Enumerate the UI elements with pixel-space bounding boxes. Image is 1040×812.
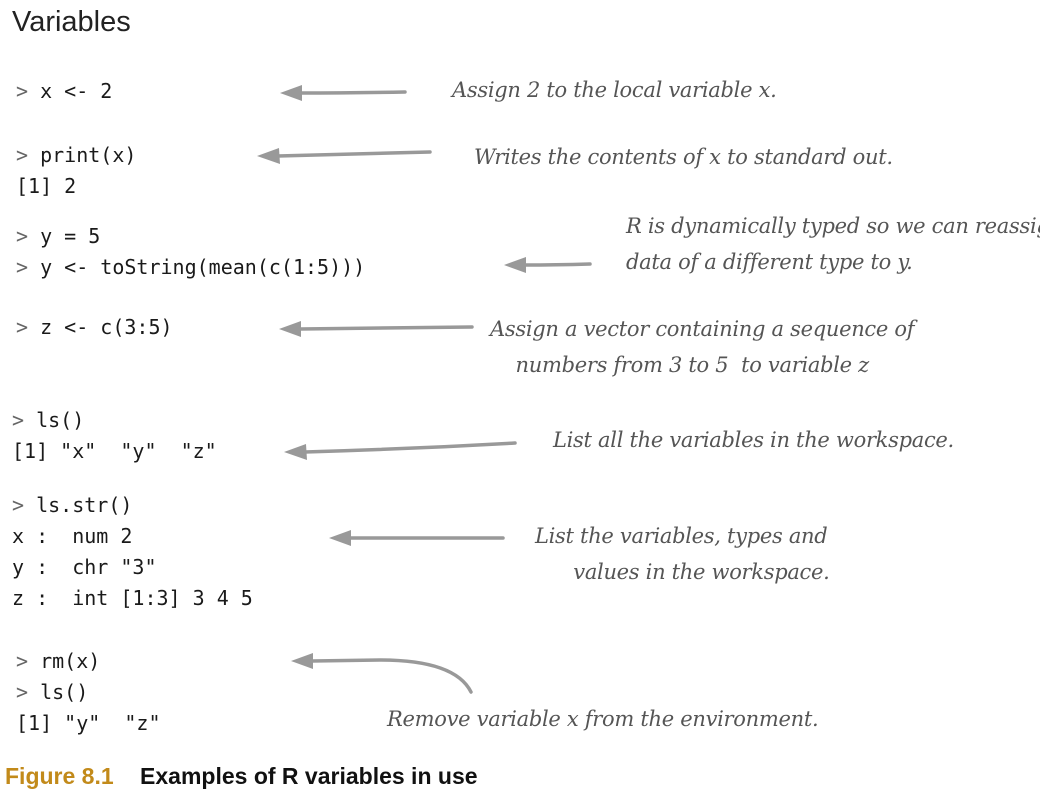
code-output-line: x : num 2: [12, 521, 253, 552]
code-line: > ls(): [16, 677, 161, 708]
annotation-print-x: Writes the contents of x to standard out…: [474, 145, 893, 169]
code-block-rm: > rm(x)> ls()[1] "y" "z": [16, 646, 161, 739]
code-prompt: >: [16, 315, 29, 339]
code-text: x : num 2: [12, 524, 133, 548]
code-block-assign-z: > z <- c(3:5): [16, 312, 173, 343]
arrow-head: [284, 444, 307, 460]
code-text: [1] 2: [16, 174, 77, 198]
code-line: > y <- toString(mean(c(1:5))): [16, 252, 365, 283]
arrow-line: [298, 90, 407, 95]
code-line: > ls.str(): [12, 490, 253, 521]
code-output-line: [1] "x" "y" "z": [12, 436, 217, 467]
annotation-list-str: List the variables, types and values in …: [535, 524, 830, 584]
code-prompt: >: [16, 224, 29, 248]
code-line: > x <- 2: [16, 76, 112, 107]
code-prompt: >: [16, 649, 29, 673]
code-prompt: >: [16, 143, 29, 167]
code-text: ls.str(): [36, 493, 133, 517]
figure-caption-text: Examples of R variables in use: [140, 763, 478, 789]
code-line: > y = 5: [16, 221, 365, 252]
arrow-line: [310, 658, 473, 694]
code-output-line: [1] 2: [16, 171, 136, 202]
code-text: x <- 2: [40, 79, 113, 103]
code-text: y <- toString(mean(c(1:5))): [40, 255, 366, 279]
section-title: Variables: [12, 6, 131, 38]
code-line: > rm(x): [16, 646, 161, 677]
figure-caption: Figure 8.1 Examples of R variables in us…: [5, 763, 478, 790]
arrow-head: [504, 257, 526, 273]
annotation-dynamic-typing: R is dynamically typed so we can reassig…: [626, 214, 1040, 274]
code-output-line: y : chr "3": [12, 552, 253, 583]
code-output-line: z : int [1:3] 3 4 5: [12, 583, 253, 614]
arrow-line: [523, 262, 592, 267]
arrow-head: [291, 653, 313, 669]
arrow-head: [257, 148, 280, 164]
code-prompt: >: [16, 255, 29, 279]
arrow-line: [303, 441, 517, 454]
code-prompt: >: [16, 680, 29, 704]
code-prompt: >: [12, 408, 25, 432]
arrow-line: [298, 325, 474, 331]
arrow-head: [329, 530, 351, 546]
code-prompt: >: [12, 493, 25, 517]
code-block-assign-x: > x <- 2: [16, 76, 112, 107]
figure-label: Figure 8.1: [5, 763, 114, 789]
arrow-line: [276, 150, 432, 158]
code-text: z : int [1:3] 3 4 5: [12, 586, 253, 610]
annotation-remove-variable: Remove variable x from the environment.: [387, 707, 819, 731]
annotation-list-variables: List all the variables in the workspace.: [553, 428, 954, 452]
code-text: ls(): [40, 680, 89, 704]
code-text: y : chr "3": [12, 555, 157, 579]
code-text: y = 5: [40, 224, 101, 248]
code-text: ls(): [36, 408, 85, 432]
code-text: print(x): [40, 143, 137, 167]
code-block-print-x: > print(x) [1] 2: [16, 140, 136, 202]
code-text: rm(x): [40, 649, 101, 673]
code-line: > z <- c(3:5): [16, 312, 173, 343]
code-block-ls-str: > ls.str() x : num 2 y : chr "3" z : int [1…: [12, 490, 253, 614]
code-output-line: [1] "y" "z": [16, 708, 161, 739]
code-text: z <- c(3:5): [40, 315, 173, 339]
arrow-head: [279, 321, 301, 337]
annotation-assign-x: Assign 2 to the local variable x.: [452, 78, 777, 102]
arrow-head: [280, 85, 302, 101]
code-line: > print(x): [16, 140, 136, 171]
code-block-assign-y: > y = 5> y <- toString(mean(c(1:5))): [16, 221, 365, 283]
code-text: [1] "x" "y" "z": [12, 439, 217, 463]
code-text: [1] "y" "z": [16, 711, 161, 735]
code-block-ls: > ls() [1] "x" "y" "z": [12, 405, 217, 467]
code-prompt: >: [16, 79, 29, 103]
annotation-assign-vector: Assign a vector containing a sequence of…: [490, 317, 915, 377]
code-line: > ls(): [12, 405, 217, 436]
